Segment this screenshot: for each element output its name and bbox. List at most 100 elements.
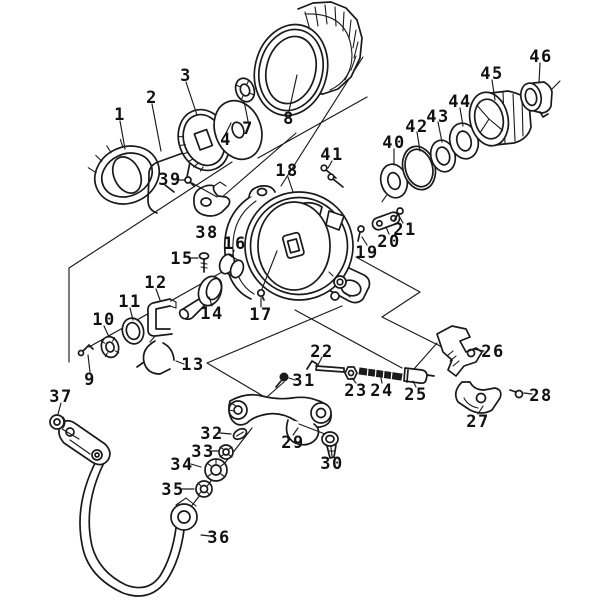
part-41 bbox=[320, 164, 344, 188]
part-18 bbox=[223, 185, 371, 304]
part-14 bbox=[178, 275, 223, 321]
part-43 bbox=[429, 139, 457, 173]
part-26 bbox=[436, 325, 483, 377]
part-label-21: 21 bbox=[393, 220, 416, 240]
part-1 bbox=[87, 138, 161, 205]
leader-line bbox=[361, 236, 368, 246]
part-label-44: 44 bbox=[448, 92, 471, 112]
leader-line bbox=[68, 161, 233, 269]
part-10 bbox=[100, 335, 120, 359]
part-46 bbox=[519, 81, 553, 118]
part-9 bbox=[77, 344, 94, 357]
leader-over-layer bbox=[57, 62, 561, 537]
leader-line bbox=[317, 356, 323, 366]
part-label-31: 31 bbox=[292, 371, 315, 391]
leader-line bbox=[257, 96, 368, 159]
part-label-42: 42 bbox=[405, 117, 428, 137]
part-31 bbox=[275, 372, 289, 388]
leader-line bbox=[288, 74, 298, 112]
part-label-12: 12 bbox=[144, 273, 167, 293]
part-label-30: 30 bbox=[320, 454, 343, 474]
part-33 bbox=[218, 444, 234, 460]
part-label-35: 35 bbox=[161, 480, 184, 500]
leader-line bbox=[208, 296, 213, 307]
part-label-28: 28 bbox=[529, 386, 552, 406]
part-label-3: 3 bbox=[180, 66, 192, 86]
leader-line bbox=[491, 79, 496, 101]
part-label-46: 46 bbox=[529, 47, 552, 67]
part-28 bbox=[509, 389, 524, 399]
part-label-23: 23 bbox=[344, 381, 367, 401]
part-17 bbox=[256, 288, 266, 301]
leader-line bbox=[413, 342, 438, 370]
leader-line bbox=[294, 309, 403, 369]
part-8 bbox=[253, 23, 329, 117]
leader-line bbox=[459, 107, 464, 127]
leader-line bbox=[381, 291, 421, 318]
part-4 bbox=[213, 99, 263, 161]
part-label-26: 26 bbox=[481, 342, 504, 362]
part-19 bbox=[357, 225, 365, 242]
leader-line bbox=[151, 103, 162, 152]
part-15 bbox=[198, 252, 210, 273]
leader-line bbox=[185, 81, 198, 116]
leader-line bbox=[398, 215, 404, 224]
part-24 bbox=[358, 367, 403, 383]
leader-line bbox=[472, 348, 485, 352]
part-label-18: 18 bbox=[275, 161, 298, 181]
part-label-24: 24 bbox=[370, 381, 393, 401]
part-label-2: 2 bbox=[146, 88, 158, 108]
part-label-15: 15 bbox=[170, 249, 193, 269]
part-45 bbox=[468, 90, 532, 147]
part-label-13: 13 bbox=[181, 355, 204, 375]
leader-line bbox=[261, 250, 278, 290]
leader-line bbox=[129, 307, 134, 321]
leader-line bbox=[538, 62, 541, 84]
part-32 bbox=[232, 427, 248, 441]
leader-line bbox=[103, 325, 110, 338]
leader-line bbox=[380, 377, 383, 384]
part-44 bbox=[448, 122, 480, 160]
part-label-16: 16 bbox=[223, 234, 246, 254]
leader-line bbox=[61, 428, 80, 440]
leader-line bbox=[225, 122, 232, 134]
part-label-45: 45 bbox=[480, 64, 503, 84]
leader-line bbox=[351, 377, 357, 384]
leader-line bbox=[155, 288, 161, 301]
leader-line bbox=[412, 380, 417, 388]
leader-line bbox=[550, 80, 561, 91]
part-label-43: 43 bbox=[426, 107, 449, 127]
leader-line bbox=[190, 463, 202, 468]
part-39 bbox=[184, 176, 195, 187]
part-label-11: 11 bbox=[118, 292, 141, 312]
leader-line bbox=[191, 182, 218, 198]
part-38 bbox=[193, 181, 231, 217]
part-label-4: 4 bbox=[220, 130, 232, 150]
part-29 bbox=[228, 393, 332, 446]
part-label-40: 40 bbox=[382, 133, 405, 153]
part-27 bbox=[454, 381, 502, 414]
part-30 bbox=[321, 431, 339, 459]
leader-line bbox=[477, 405, 484, 415]
part-label-8: 8 bbox=[283, 109, 295, 129]
part-label-7: 7 bbox=[242, 119, 254, 139]
part-label-19: 19 bbox=[355, 243, 378, 263]
leader-line bbox=[330, 446, 333, 457]
part-label-29: 29 bbox=[281, 433, 304, 453]
leader-line bbox=[267, 381, 285, 397]
part-label-34: 34 bbox=[170, 455, 193, 475]
leader-line bbox=[219, 432, 232, 435]
part-13 bbox=[136, 340, 175, 375]
leader-line bbox=[231, 249, 235, 258]
part-34 bbox=[204, 458, 228, 482]
part-label-39: 39 bbox=[158, 170, 181, 190]
part-16 bbox=[218, 253, 245, 279]
leader-line bbox=[298, 423, 326, 435]
leader-line bbox=[523, 392, 533, 395]
leader-line bbox=[327, 160, 333, 169]
leader-line bbox=[206, 362, 264, 397]
leader-line bbox=[288, 377, 296, 381]
